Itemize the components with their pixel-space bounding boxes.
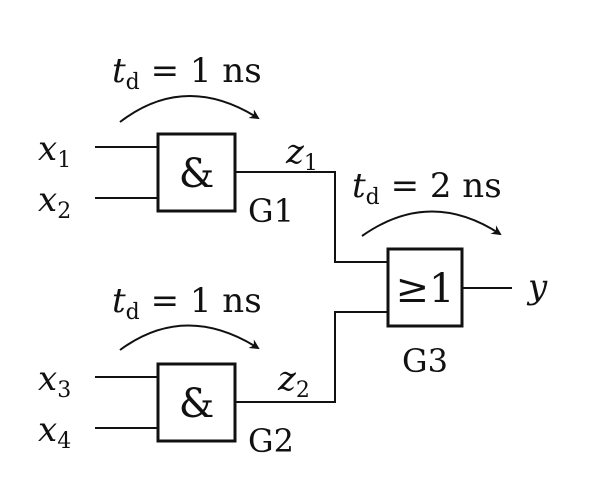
delay-g1-arrow [119,94,260,123]
signal-z1-label: z1 [285,132,318,176]
delay-g3-label: td = 2 ns [352,166,502,210]
input-x3-label: x3 [38,359,71,403]
input-x4-label: x4 [38,410,71,454]
gate-g1-name: G1 [248,192,294,230]
wire-z1 [235,171,388,263]
signal-z2-label: z2 [277,359,310,403]
delay-g3-arrow [361,210,502,237]
delay-g2-label: td = 1 ns [112,281,262,325]
delay-g1-label: td = 1 ns [112,51,262,95]
wire-z2 [235,311,388,403]
input-x1-label: x1 [38,129,71,173]
input-x2-label: x2 [38,180,71,224]
delay-g2-arrow [119,324,260,351]
gate-g2-name: G2 [248,422,294,460]
gate-g2-box [156,362,237,443]
gate-g2-symbol: & [179,381,215,427]
gate-g3-box [386,247,464,328]
gate-g1-symbol: & [179,151,215,197]
gate-g1-box [156,132,237,213]
output-y-label: y [526,267,548,307]
gate-g3-symbol: ≥1 [396,266,455,312]
gate-g3-name: G3 [402,342,448,380]
